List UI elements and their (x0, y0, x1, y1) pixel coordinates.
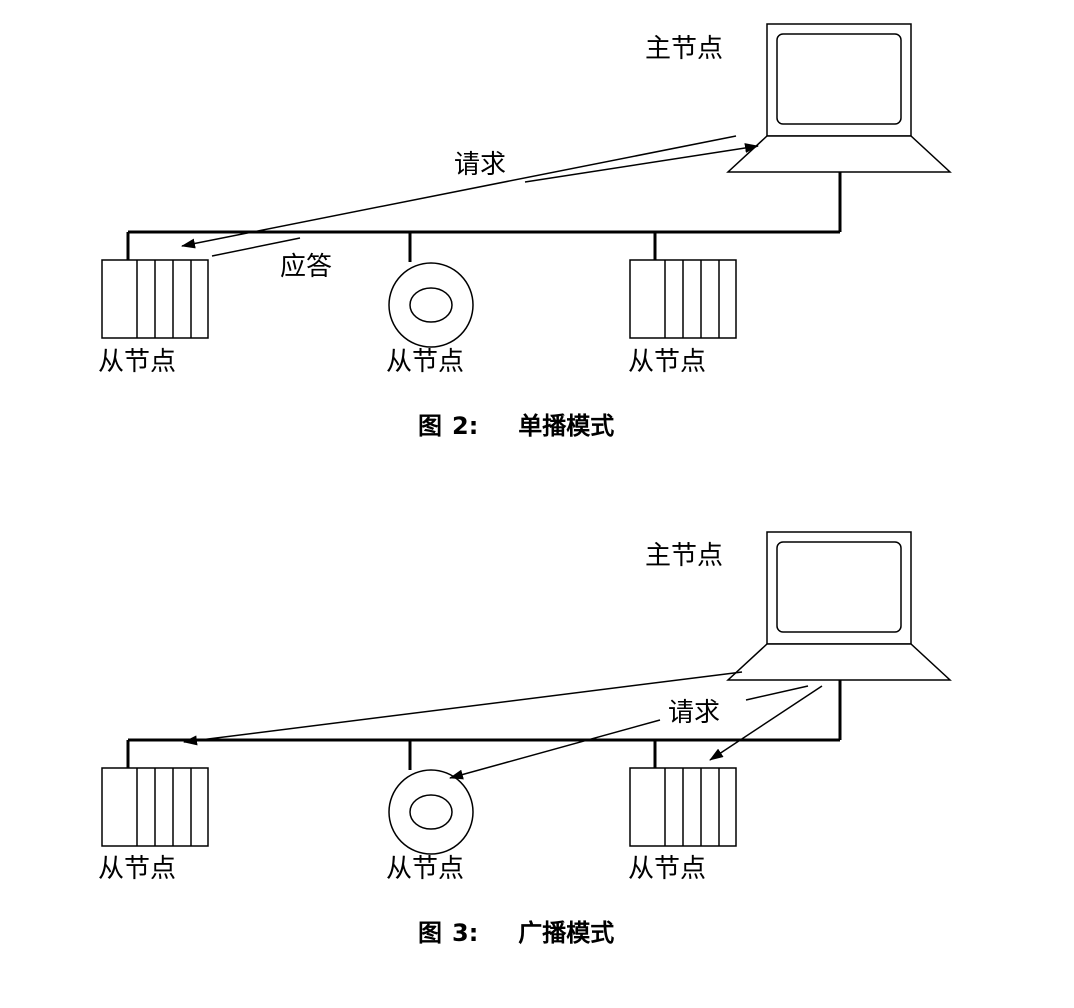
slave-node-label: 从节点 (98, 854, 177, 884)
figure-caption: 图 3: 广播模式 (418, 921, 614, 945)
master-computer-icon (726, 23, 952, 173)
caption-prefix: 图 (418, 412, 442, 440)
caption-title: 单播模式 (518, 412, 615, 440)
request-arrow-segment (745, 685, 809, 701)
request-arrow-slave-3 (709, 685, 823, 761)
response-arrow-segment (211, 237, 301, 257)
bus-line (126, 680, 842, 770)
slave-plc-icon (629, 767, 737, 847)
figure-broadcast (101, 531, 952, 855)
caption-prefix: 图 (418, 919, 442, 947)
slave-plc-icon (101, 767, 209, 847)
slave-node-label: 从节点 (386, 347, 465, 377)
master-node-label: 主节点 (645, 541, 724, 571)
request-arrow (181, 135, 737, 249)
figure-unicast (101, 23, 952, 348)
slave-round-device-icon (388, 769, 474, 855)
caption-number: 3: (452, 919, 479, 947)
slave-plc-icon (101, 259, 209, 339)
caption-title: 广播模式 (518, 919, 615, 947)
figure-caption: 图 2: 单播模式 (418, 414, 614, 438)
slave-node-label: 从节点 (628, 347, 707, 377)
master-node-label: 主节点 (645, 34, 724, 64)
slave-node-label: 从节点 (386, 854, 465, 884)
request-label: 请求 (450, 152, 511, 178)
caption-number: 2: (452, 412, 479, 440)
slave-round-device-icon (388, 262, 474, 348)
bus-line (126, 172, 842, 262)
request-label: 请求 (664, 700, 725, 726)
slave-plc-icon (629, 259, 737, 339)
slave-node-label: 从节点 (628, 854, 707, 884)
request-arrow-slave-2 (449, 719, 661, 780)
slave-node-label: 从节点 (98, 347, 177, 377)
response-label: 应答 (280, 252, 333, 282)
request-arrow-slave-1 (183, 671, 743, 746)
response-arrow (524, 143, 759, 183)
master-computer-icon (726, 531, 952, 681)
